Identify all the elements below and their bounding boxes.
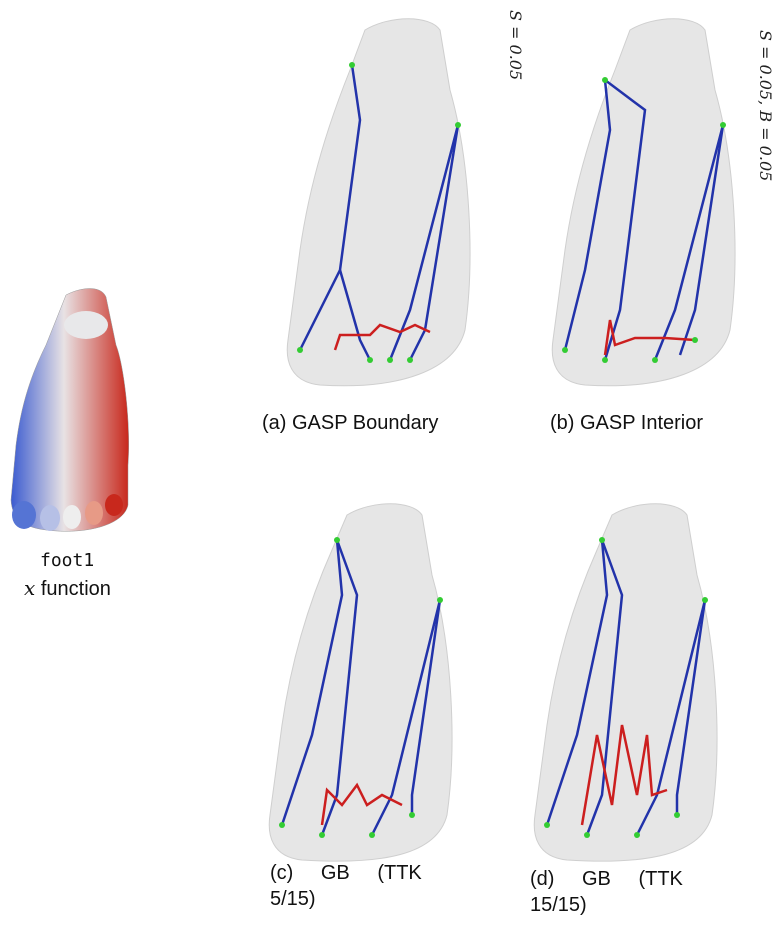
- toe: [63, 505, 81, 529]
- critical-point: [367, 357, 373, 363]
- panel-b-parameter: S = 0.05, B = 0.05: [756, 30, 774, 181]
- critical-point: [652, 357, 658, 363]
- critical-point: [319, 832, 325, 838]
- critical-point: [602, 77, 608, 83]
- foot-mesh: [534, 504, 717, 861]
- foot-mesh: [287, 19, 470, 386]
- panel-d-caption-line2: 15/15): [530, 894, 587, 917]
- critical-point: [455, 122, 461, 128]
- critical-point: [369, 832, 375, 838]
- critical-point: [544, 822, 550, 828]
- panel-c-figure: [262, 495, 472, 870]
- critical-point: [297, 347, 303, 353]
- panel-c-caption-line1: (c) GB (TTK: [270, 862, 422, 885]
- critical-point: [349, 62, 355, 68]
- critical-point: [562, 347, 568, 353]
- critical-point: [387, 357, 393, 363]
- foot-mesh: [269, 504, 452, 861]
- critical-point: [720, 122, 726, 128]
- toe: [40, 505, 60, 531]
- panel-b-figure: [545, 10, 745, 395]
- foot1-colored-figure: [6, 285, 136, 550]
- critical-point: [702, 597, 708, 603]
- critical-point: [407, 357, 413, 363]
- dataset-name: foot1: [40, 550, 94, 571]
- critical-point: [437, 597, 443, 603]
- panel-d-figure: [527, 495, 737, 870]
- critical-point: [599, 537, 605, 543]
- toe: [12, 501, 36, 529]
- critical-point: [602, 357, 608, 363]
- panel-d-caption-line1: (d) GB (TTK: [530, 868, 683, 891]
- foot-mesh: [552, 19, 735, 386]
- toe: [105, 494, 123, 516]
- critical-point: [674, 812, 680, 818]
- function-variable: x: [24, 576, 35, 600]
- panel-c-caption-line2: 5/15): [270, 888, 316, 911]
- critical-point: [409, 812, 415, 818]
- critical-point: [634, 832, 640, 838]
- panel-a-figure: [280, 10, 480, 395]
- function-word: function: [41, 578, 111, 600]
- function-label: x function: [24, 576, 111, 601]
- toe: [85, 501, 103, 525]
- critical-point: [334, 537, 340, 543]
- panel-a-caption: (a) GASP Boundary: [262, 412, 438, 435]
- critical-point: [692, 337, 698, 343]
- panel-b-caption: (b) GASP Interior: [550, 412, 703, 435]
- critical-point: [279, 822, 285, 828]
- panel-a-parameter: S = 0.05: [506, 10, 525, 80]
- critical-point: [584, 832, 590, 838]
